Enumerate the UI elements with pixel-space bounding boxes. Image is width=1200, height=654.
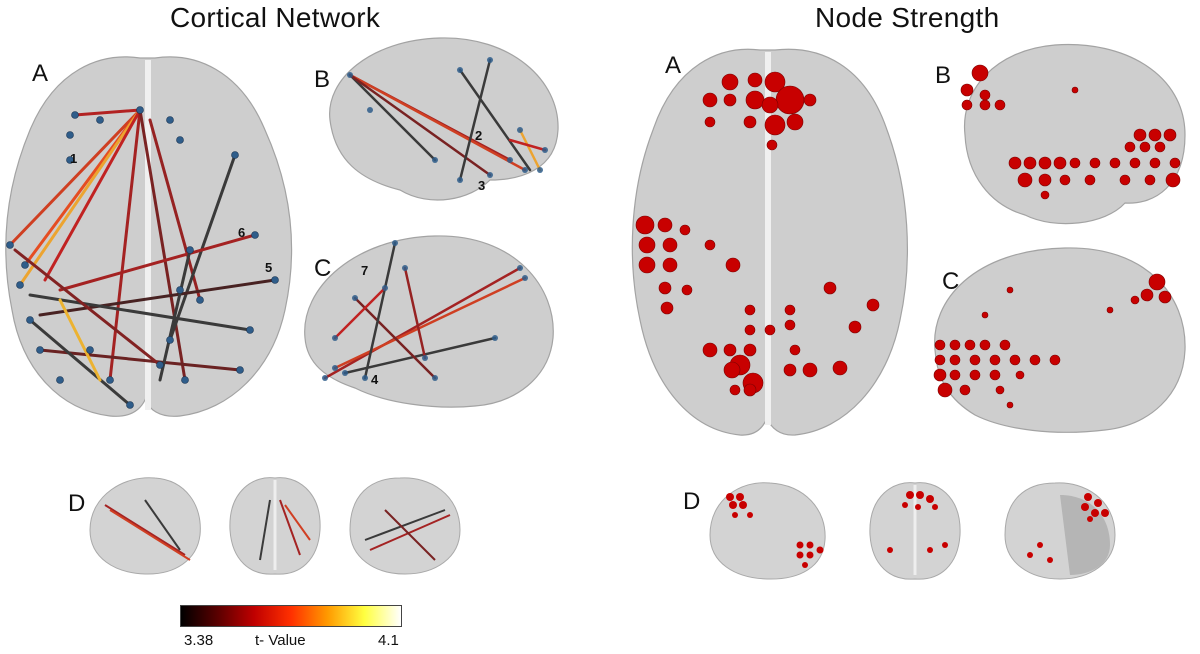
colorbar-title: t- Value [255,632,306,649]
colorbar-gradient [181,606,401,626]
panel-label-c-right: C [942,268,960,295]
edge-number-6: 6 [238,225,245,240]
node-sagittal-brain-c [933,247,1186,433]
cortical-small-view-2 [229,477,321,575]
edge-number-4: 4 [371,372,379,387]
colorbar [180,605,402,627]
node-axial-brain [631,48,908,436]
node-strength-title: Node Strength [815,2,1000,33]
node-small-view-1 [709,482,826,580]
colorbar-max-label: 4.1 [378,632,399,649]
cortical-small-view-3 [349,477,461,575]
panel-label-b-left: B [314,66,331,93]
edge-number-7: 7 [361,263,368,278]
cortical-sagittal-brain-b: 2 3 [329,37,559,201]
edge-number-3: 3 [478,178,485,193]
panel-label-b-right: B [935,62,952,89]
panel-label-d-right: D [683,488,701,515]
panel-label-a-left: A [32,60,49,87]
cortical-axial-brain: 1 6 5 [5,56,293,417]
colorbar-min-label: 3.38 [184,632,214,649]
cortical-small-view-1 [89,477,201,575]
edge-number-5: 5 [265,260,272,275]
edge-number-1: 1 [70,151,77,166]
cortical-sagittal-brain-c: 7 4 [304,235,554,408]
panel-label-d-left: D [68,490,86,517]
node-sagittal-brain-b [960,43,1186,225]
panel-label-c-left: C [314,255,332,282]
node-small-view-2 [869,482,961,580]
edge-number-2: 2 [475,128,482,143]
cortical-network-title: Cortical Network [170,2,381,33]
node-small-view-3 [1004,482,1116,580]
panel-label-a-right: A [665,52,682,79]
